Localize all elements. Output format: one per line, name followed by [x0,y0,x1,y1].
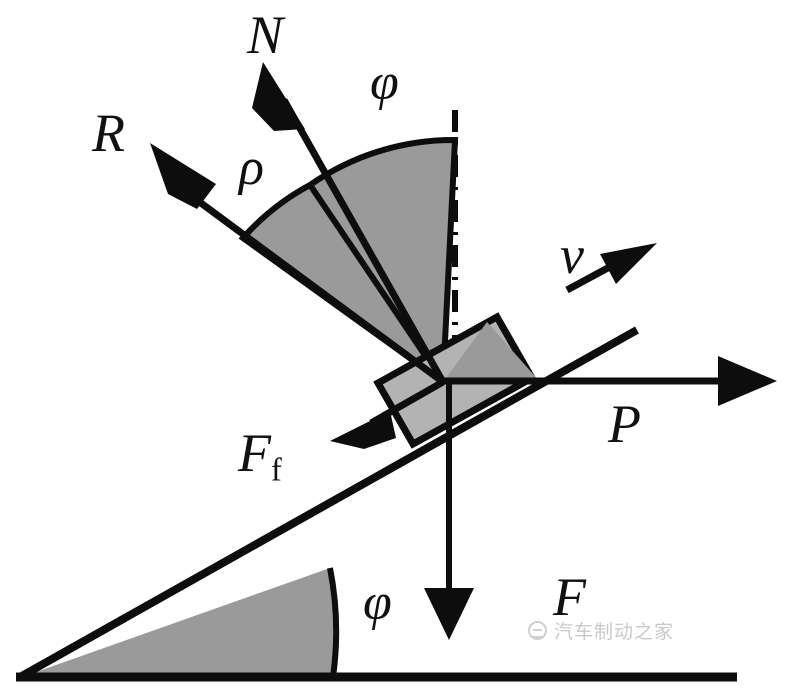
label-friction-force: Ff [238,426,282,487]
shaded-region-right-of-origin [443,322,540,382]
watermark: 汽车制动之家 [528,617,674,644]
vector-weight-force [424,382,474,640]
angle-wedge-phi-top [305,136,459,392]
vector-normal-force-shaft [280,98,447,384]
label-angle-phi-top: φ [370,54,399,111]
angle-wedge-phi-bottom-arc [327,567,340,678]
watermark-text: 汽车制动之家 [554,621,675,643]
vector-resultant-force [150,143,446,385]
vector-velocity [565,243,657,294]
vector-horizontal-force [443,356,777,406]
watermark-logo-icon [528,621,547,640]
label-resultant-force: R [92,103,125,163]
label-weight-force: F [553,567,586,627]
vector-resultant-force-shaft [183,189,446,385]
incline-surface-line [18,326,639,681]
label-horizontal-force: P [608,394,641,454]
vector-normal-force [252,62,447,384]
vector-friction-force [330,378,445,449]
vector-friction-force-arrowhead [330,411,396,449]
label-velocity: v [560,225,584,285]
vector-weight-force-arrowhead [424,588,474,640]
label-friction-force-subscript: f [271,452,282,489]
vector-resultant-force-arrowhead [150,143,216,209]
vector-normal-force-arrowhead [252,62,305,131]
vector-velocity-arrowhead [600,243,657,284]
label-normal-force: N [247,5,284,65]
label-angle-rho: ρ [239,139,264,196]
label-friction-force-base: F [238,423,271,483]
vector-horizontal-force-arrowhead [718,356,777,406]
angle-wedge-phi-bottom-fill [22,568,335,677]
label-angle-phi-bottom: φ [363,574,392,631]
